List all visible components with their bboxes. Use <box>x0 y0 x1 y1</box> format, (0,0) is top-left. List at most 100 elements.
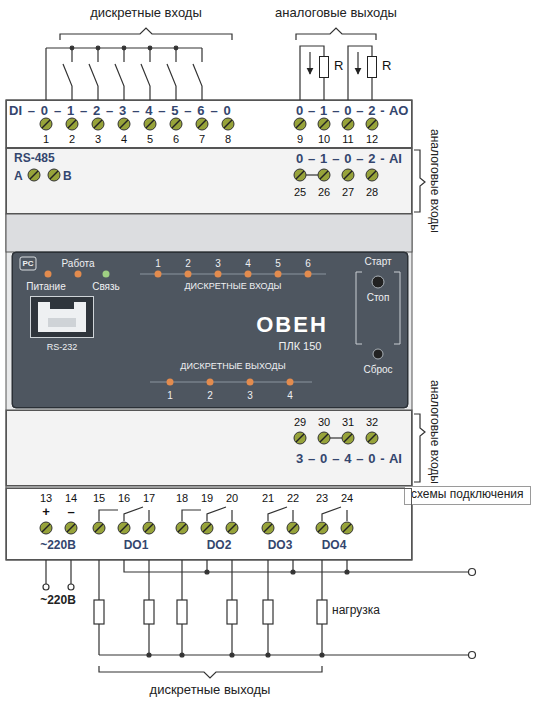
brackets <box>60 28 232 40</box>
terminal-screw <box>289 524 297 532</box>
terminal-screw <box>92 118 104 130</box>
terminal-screw <box>316 522 328 534</box>
plc-housing <box>6 100 412 560</box>
wire <box>43 584 49 590</box>
terminal-screw <box>40 118 52 130</box>
caption-label: дискретные выходы <box>150 683 271 698</box>
wire <box>469 569 476 576</box>
node-text: Сброс <box>363 364 392 376</box>
wire <box>357 52 358 74</box>
terminal-screw <box>264 524 272 532</box>
brackets <box>99 666 322 678</box>
rs232-port: RS-232 <box>30 296 94 338</box>
terminal-screw <box>318 524 326 532</box>
panel-details <box>45 271 52 278</box>
terminal-screw <box>196 118 208 130</box>
terminal-screw <box>28 169 40 181</box>
wire <box>330 437 342 438</box>
panel-details <box>287 379 294 386</box>
wire <box>306 174 318 175</box>
node-text: 28 <box>366 186 378 199</box>
load-resistor <box>144 560 154 657</box>
node-text: 3 <box>215 258 221 270</box>
terminal-screw <box>118 118 130 130</box>
terminal-screw <box>226 522 238 534</box>
node-text: 2 <box>207 390 213 402</box>
panel-details <box>247 379 254 386</box>
terminal-screw <box>176 522 188 534</box>
terminal-screw <box>294 432 306 444</box>
input-switch <box>167 48 176 100</box>
terminal-screw <box>67 524 75 532</box>
terminal-screw <box>320 120 328 128</box>
node-text: 15 <box>93 492 105 505</box>
terminal-screw <box>222 118 234 130</box>
node-text: 31 <box>342 416 354 429</box>
node-text: 24 <box>341 492 353 505</box>
terminal-screw <box>28 169 40 181</box>
node-text: 5 <box>147 133 153 146</box>
terminal-screw <box>226 522 238 534</box>
input-switch <box>122 46 126 50</box>
terminal-screw <box>172 120 180 128</box>
terminal-screw <box>198 120 206 128</box>
node-text: RS-232 <box>47 342 78 352</box>
terminal-screw <box>342 169 354 181</box>
node-text: 21 <box>262 492 274 505</box>
terminal-screw <box>342 118 354 130</box>
terminal-screw <box>344 434 352 442</box>
terminal-screw <box>40 522 52 534</box>
node-text: 4 <box>287 390 293 402</box>
node-text: 32 <box>366 416 378 429</box>
terminal-screw <box>66 118 78 130</box>
wire <box>99 507 149 521</box>
node-text: ДИСКРЕТНЫЕ ВЫХОДЫ <box>180 361 285 371</box>
node-text: A <box>14 170 23 184</box>
load-resistor <box>94 560 104 655</box>
terminal-screw <box>120 524 128 532</box>
input-switch <box>89 48 98 100</box>
node-text: RS-485 <box>14 152 55 166</box>
front-panel: PCРаботаПитаниеСвязь123456ДИСКРЕТНЫЕ ВХО… <box>12 252 408 408</box>
terminal-screw <box>144 118 156 130</box>
terminal-screw <box>143 522 155 534</box>
terminal-screw <box>320 171 328 179</box>
load-resistor <box>94 560 327 657</box>
panel-details <box>48 318 76 327</box>
node-text: 2 <box>185 258 191 270</box>
tooltip: схемы подключения <box>404 486 531 505</box>
terminal-screw <box>170 118 182 130</box>
node-text: 6 <box>305 258 311 270</box>
node-text: 22 <box>287 492 299 505</box>
terminal-screw <box>294 432 306 444</box>
wire <box>371 78 372 100</box>
terminal-screw <box>318 169 330 181</box>
terminal-screw <box>341 522 353 534</box>
terminal-screw <box>366 169 378 181</box>
terminal-screw <box>143 522 155 534</box>
wire <box>323 78 324 100</box>
wire <box>322 507 347 521</box>
terminal-screw <box>320 434 328 442</box>
node-text: B <box>63 170 72 184</box>
terminal-screw <box>94 120 102 128</box>
terminal-screw <box>342 432 354 444</box>
wire <box>46 48 202 100</box>
terminal-strip: 293031323 – 0 – 4 – 0 - AI <box>6 410 412 486</box>
side-label: аналоговые входы <box>427 380 441 484</box>
wire <box>469 652 476 659</box>
terminal-screw <box>95 524 103 532</box>
panel-details <box>167 379 174 386</box>
terminal-screw <box>318 169 330 181</box>
load-resistor <box>177 600 187 624</box>
node-text: Питание <box>26 281 65 293</box>
terminal-screw <box>201 522 213 534</box>
terminal-screw <box>228 524 236 532</box>
node-text: ПЛК 150 <box>279 340 322 353</box>
terminal-screw <box>65 522 77 534</box>
node-text: 9 <box>297 133 303 146</box>
input-switch <box>193 48 202 100</box>
input-switch <box>115 48 124 100</box>
node-text: 30 <box>318 416 330 429</box>
panel-details <box>103 271 110 278</box>
